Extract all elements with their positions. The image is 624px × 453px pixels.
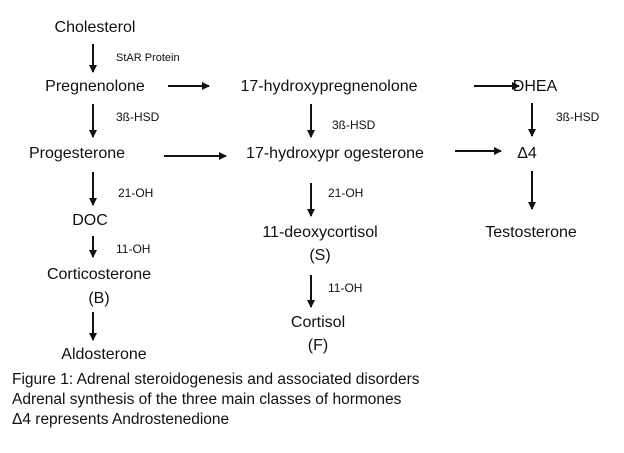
enzyme-3b-hsd-left: 3ß-HSD [116, 110, 160, 124]
enzyme-11-oh-left: 11-OH [116, 242, 151, 256]
node-corticosterone-abbrev: (B) [88, 290, 110, 307]
node-17-hydroxyprogesterone: 17-hydroxypr ogesterone [246, 145, 424, 162]
node-testosterone: Testosterone [485, 224, 577, 241]
node-aldosterone: Aldosterone [61, 346, 147, 363]
node-pregnenolone: Pregnenolone [45, 78, 145, 95]
enzyme-11-oh-middle: 11-OH [328, 281, 363, 295]
enzyme-3b-hsd-right: 3ß-HSD [556, 110, 600, 124]
node-progesterone: Progesterone [28, 145, 126, 162]
enzyme-3b-hsd-middle: 3ß-HSD [332, 118, 376, 132]
node-11-deoxycortisol-abbrev: (S) [309, 247, 331, 264]
node-cortisol: Cortisol [290, 314, 346, 331]
enzyme-star-protein: StAR Protein [116, 52, 180, 64]
figure-caption-line-2: Adrenal synthesis of the three main clas… [12, 391, 402, 408]
enzyme-21-oh-left: 21-OH [118, 186, 154, 200]
node-doc: DOC [72, 212, 108, 229]
node-corticosterone: Corticosterone [46, 266, 152, 283]
figure-caption-line-3: Δ4 represents Androstenedione [12, 411, 230, 428]
node-cholesterol: Cholesterol [54, 19, 136, 36]
node-delta4: Δ4 [517, 145, 537, 162]
enzyme-21-oh-middle: 21-OH [328, 186, 364, 200]
figure-caption-title: Figure 1: Adrenal steroidogenesis and as… [12, 371, 420, 388]
node-cortisol-abbrev: (F) [307, 337, 329, 354]
node-17-hydroxypregnenolone: 17-hydroxypregnenolone [240, 78, 418, 95]
node-dhea: DHEA [512, 78, 558, 95]
node-11-deoxycortisol: 11-deoxycortisol [262, 224, 378, 241]
